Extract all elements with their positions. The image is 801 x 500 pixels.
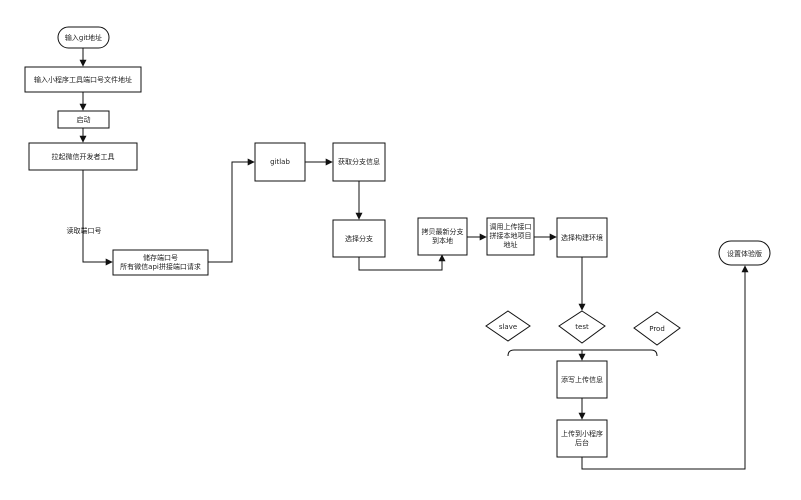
node-copy-branch: 拷贝最新分支 到本地 bbox=[417, 217, 468, 256]
node-call-upload-line1: 调用上传接口 bbox=[490, 222, 532, 231]
node-set-trial-label: 设置体验版 bbox=[727, 249, 762, 258]
edge-store-to-gitlab bbox=[208, 158, 255, 263]
node-env-prod: Prod bbox=[633, 311, 681, 346]
node-store-port-line2: 所有微信api拼接端口请求 bbox=[120, 262, 201, 271]
node-input-git-label: 输入git地址 bbox=[65, 33, 102, 42]
node-open-devtools: 拉起微信开发者工具 bbox=[28, 142, 138, 171]
node-upload-backend: 上传到小程序 后台 bbox=[556, 419, 608, 458]
edge-devtools-to-store bbox=[82, 170, 113, 266]
node-fill-upload-label: 添写上传信息 bbox=[561, 375, 603, 384]
node-call-upload: 调用上传接口 拼接本地项目 地址 bbox=[486, 217, 535, 256]
node-choose-env-label: 选择构建环境 bbox=[561, 233, 603, 242]
node-env-prod-label: Prod bbox=[649, 325, 665, 333]
edge-upload-to-trial bbox=[581, 265, 749, 470]
node-get-branch-label: 获取分支信息 bbox=[338, 157, 380, 166]
node-start: 启动 bbox=[57, 110, 110, 129]
node-env-test-label: test bbox=[575, 323, 589, 331]
node-call-upload-line2: 拼接本地项目 bbox=[490, 231, 532, 240]
node-set-trial: 设置体验版 bbox=[718, 240, 771, 266]
edge-label-read-port: 读取端口号 bbox=[67, 226, 102, 235]
node-open-devtools-label: 拉起微信开发者工具 bbox=[52, 152, 115, 161]
node-copy-branch-line1: 拷贝最新分支 bbox=[422, 227, 464, 236]
edges bbox=[79, 48, 749, 470]
node-store-port: 储存端口号 所有微信api拼接端口请求 bbox=[112, 249, 209, 276]
node-env-test: test bbox=[558, 310, 606, 344]
node-env-slave-label: slave bbox=[499, 323, 517, 331]
node-choose-branch: 选择分支 bbox=[332, 219, 386, 258]
node-choose-branch-label: 选择分支 bbox=[345, 234, 373, 243]
node-input-port-file-label: 输入小程序工具端口号文件地址 bbox=[34, 75, 132, 84]
node-upload-backend-line2: 后台 bbox=[575, 438, 589, 447]
node-upload-backend-line1: 上传到小程序 bbox=[561, 429, 603, 438]
node-fill-upload: 添写上传信息 bbox=[556, 360, 608, 399]
node-input-port-file: 输入小程序工具端口号文件地址 bbox=[24, 66, 142, 93]
node-choose-env: 选择构建环境 bbox=[556, 217, 608, 258]
node-start-label: 启动 bbox=[77, 115, 91, 124]
node-env-slave: slave bbox=[485, 310, 531, 342]
node-input-git: 输入git地址 bbox=[57, 26, 110, 49]
node-gitlab: gitlab bbox=[254, 142, 306, 182]
node-get-branch: 获取分支信息 bbox=[332, 142, 386, 182]
edge-choose-to-copy bbox=[358, 254, 446, 271]
node-gitlab-label: gitlab bbox=[270, 158, 290, 166]
node-copy-branch-line2: 到本地 bbox=[432, 236, 453, 245]
node-store-port-line1: 储存端口号 bbox=[143, 253, 178, 262]
node-call-upload-line3: 地址 bbox=[504, 240, 518, 249]
